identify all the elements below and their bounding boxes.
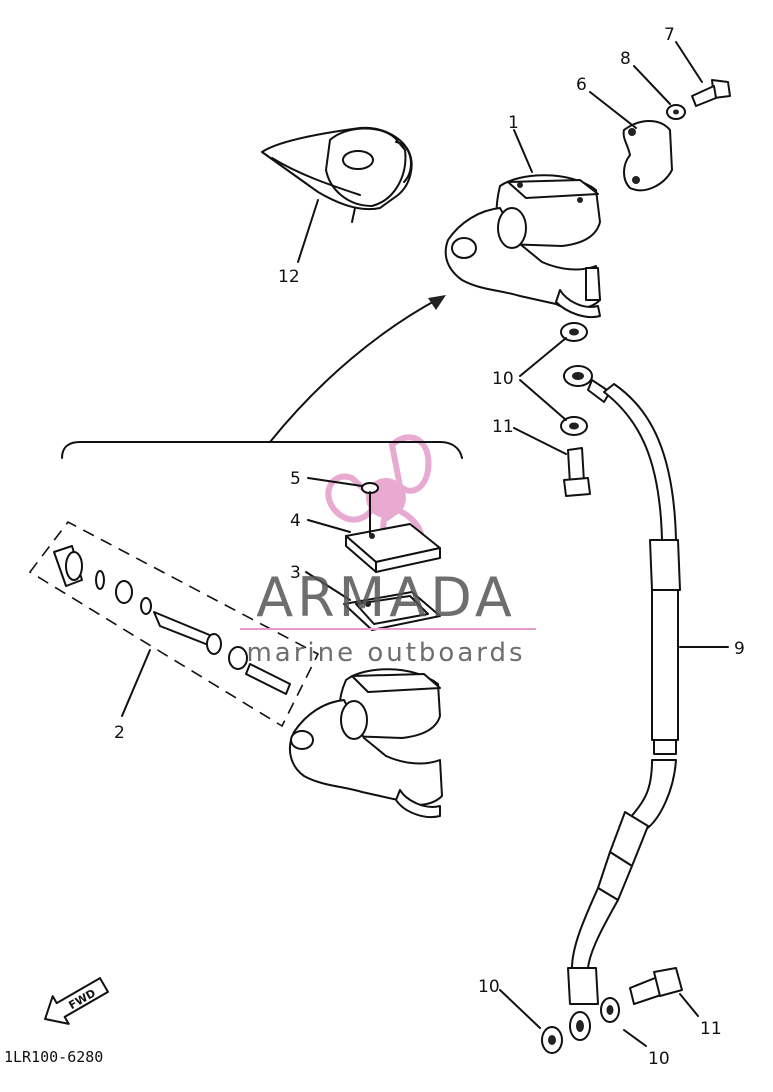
callout-9: 9 (734, 639, 745, 659)
callout-1: 1 (508, 113, 519, 133)
callout-12: 12 (278, 267, 300, 287)
callout-8: 8 (620, 49, 631, 69)
callout-11-upper: 11 (492, 417, 514, 437)
callout-10-lower-left: 10 (478, 977, 500, 997)
brake-hose (563, 365, 681, 1041)
washer-10-lower-a (541, 1026, 563, 1054)
watermark-tagline: marine outboards (246, 638, 525, 668)
master-cylinder-assembly-upper (444, 174, 601, 318)
handlebar-holder (622, 120, 673, 192)
fwd-arrow-icon: FWD (44, 977, 109, 1025)
callout-10-upper: 10 (492, 369, 514, 389)
screw-5 (361, 482, 379, 535)
leader-lines (305, 41, 703, 1047)
washer-8 (666, 104, 686, 120)
master-cylinder-assembly-lower (288, 668, 443, 818)
callout-6: 6 (576, 75, 587, 95)
reservoir-cap-4 (345, 523, 441, 573)
callout-2: 2 (114, 723, 125, 743)
piston-kit-2 (28, 520, 320, 728)
union-bolt-11-upper (563, 447, 591, 497)
callout-10-lower-right: 10 (648, 1049, 670, 1069)
lever-boot (261, 126, 413, 223)
kit-bracket (61, 441, 463, 459)
washer-10-lower-b (600, 997, 620, 1023)
washer-10-upper-a (560, 322, 588, 342)
union-bolt-11-lower (629, 967, 683, 1005)
callout-7: 7 (664, 25, 675, 45)
callout-3: 3 (290, 563, 301, 583)
washer-10-upper-b (560, 416, 588, 436)
callout-5: 5 (290, 469, 301, 489)
watermark-brand: ARMADA (256, 566, 516, 629)
callout-11-lower: 11 (700, 1019, 722, 1039)
diaphragm-3 (343, 591, 441, 631)
drawing-code: 1LR100-6280 (4, 1048, 103, 1066)
bolt-7 (691, 79, 731, 107)
callout-4: 4 (290, 511, 301, 531)
